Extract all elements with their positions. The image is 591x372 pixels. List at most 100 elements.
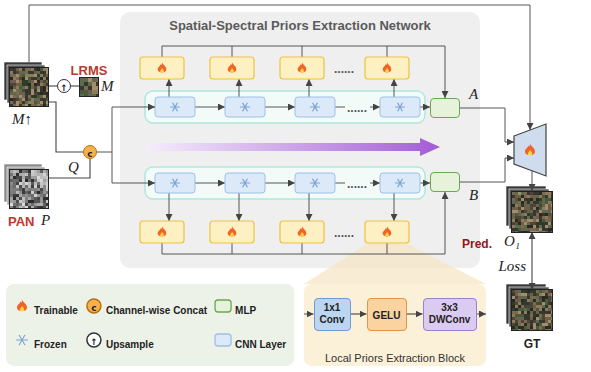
image-pixel — [46, 68, 48, 71]
image-pixel — [518, 207, 521, 210]
layer-arrow — [420, 183, 430, 184]
image-pixel — [512, 195, 515, 198]
image-pixel — [22, 191, 25, 194]
image-pixel — [512, 293, 515, 296]
image-pixel — [10, 200, 13, 203]
image-pixel — [524, 296, 527, 299]
image-pixel — [28, 92, 31, 95]
image-pixel — [530, 228, 533, 231]
image-pixel — [22, 77, 25, 80]
image-pixel — [46, 176, 48, 179]
image-pixel — [548, 296, 551, 299]
image-pixel — [37, 86, 40, 89]
image-pixel — [13, 71, 16, 74]
image-pixel — [527, 326, 530, 329]
image-pixel — [34, 71, 37, 74]
image-pixel — [521, 296, 524, 299]
snowflake-stroke — [398, 103, 403, 111]
text-holder: Spatial-Spectral Priors Extraction Netwo… — [120, 16, 480, 34]
image-pixel — [40, 206, 43, 208]
image-pixel — [542, 290, 545, 293]
image-pixel — [521, 198, 524, 201]
image-pixel — [31, 179, 34, 182]
image-pixel — [10, 101, 13, 104]
connector — [531, 232, 532, 290]
snowflake-stroke — [398, 179, 403, 187]
image-pixel — [16, 92, 19, 95]
text-holder: ↑ — [60, 77, 68, 95]
image-pixel — [10, 89, 13, 92]
image-pixel — [533, 311, 536, 314]
snowflake-stroke — [173, 103, 178, 111]
layer-label: GELU — [373, 310, 401, 322]
image-pixel — [533, 299, 536, 302]
image-pixel — [31, 98, 34, 101]
image-pixel — [533, 210, 536, 213]
image-pixel — [533, 308, 536, 311]
image-pixel — [46, 200, 48, 203]
image-pixel — [545, 314, 548, 317]
image-pixel — [34, 206, 37, 208]
image-pixel — [31, 95, 34, 98]
image-pixel — [34, 86, 37, 89]
image-canvas — [10, 170, 48, 208]
image-pixel — [521, 192, 524, 195]
image-pixel — [96, 82, 98, 86]
image-pixel — [545, 317, 548, 320]
image-pixel — [28, 182, 31, 185]
image-pixel — [512, 225, 515, 228]
image-pixel — [31, 191, 34, 194]
image-pixel — [515, 213, 518, 216]
image-pixel — [34, 191, 37, 194]
image-pixel — [22, 68, 25, 71]
image-pixel — [10, 191, 13, 194]
image-pixel — [521, 204, 524, 207]
image-pixel — [10, 83, 13, 86]
image-pixel — [533, 293, 536, 296]
image-pixel — [13, 83, 16, 86]
image-pixel — [10, 182, 13, 185]
image-pixel — [515, 326, 518, 329]
image-pixel — [518, 302, 521, 305]
image-pixel — [545, 198, 548, 201]
ellipsis: ...... — [334, 63, 354, 77]
image-pixel — [46, 95, 48, 98]
image-canvas — [512, 290, 552, 330]
image-pixel — [539, 213, 542, 216]
image-pixel — [533, 219, 536, 222]
image-pixel — [43, 95, 46, 98]
image-pixel — [31, 188, 34, 191]
snowflake-stroke — [243, 179, 248, 187]
image-pixel — [527, 314, 530, 317]
image-pixel — [96, 90, 98, 94]
upsample-glyph: ↑ — [60, 84, 68, 93]
image-pixel — [518, 195, 521, 198]
image-pixel — [10, 95, 13, 98]
concat-line — [97, 107, 155, 152]
image-pixel — [37, 197, 40, 200]
image-pixel — [548, 210, 551, 213]
image-pixel — [524, 225, 527, 228]
snowflake-stroke — [173, 179, 178, 187]
image-pixel — [37, 98, 40, 101]
image-pixel — [542, 314, 545, 317]
image-pixel — [10, 206, 13, 208]
image-pixel — [515, 219, 518, 222]
image-pixel — [515, 210, 518, 213]
image-pixel — [518, 305, 521, 308]
image-pixel — [548, 293, 551, 296]
image-pixel — [536, 311, 539, 314]
image-pixel — [551, 311, 552, 314]
image-pixel — [37, 206, 40, 208]
legend-label: Channel-wise Concat — [106, 305, 207, 317]
image-pixel — [43, 179, 46, 182]
image-pixel — [542, 213, 545, 216]
image-pixel — [521, 228, 524, 231]
image-pixel — [521, 231, 524, 232]
text-holder: O₁ — [504, 232, 520, 250]
flame-outer — [228, 62, 237, 72]
image-pixel — [545, 296, 548, 299]
image-pixel — [527, 228, 530, 231]
image-pixel — [25, 176, 28, 179]
text-holder: P — [41, 211, 50, 229]
